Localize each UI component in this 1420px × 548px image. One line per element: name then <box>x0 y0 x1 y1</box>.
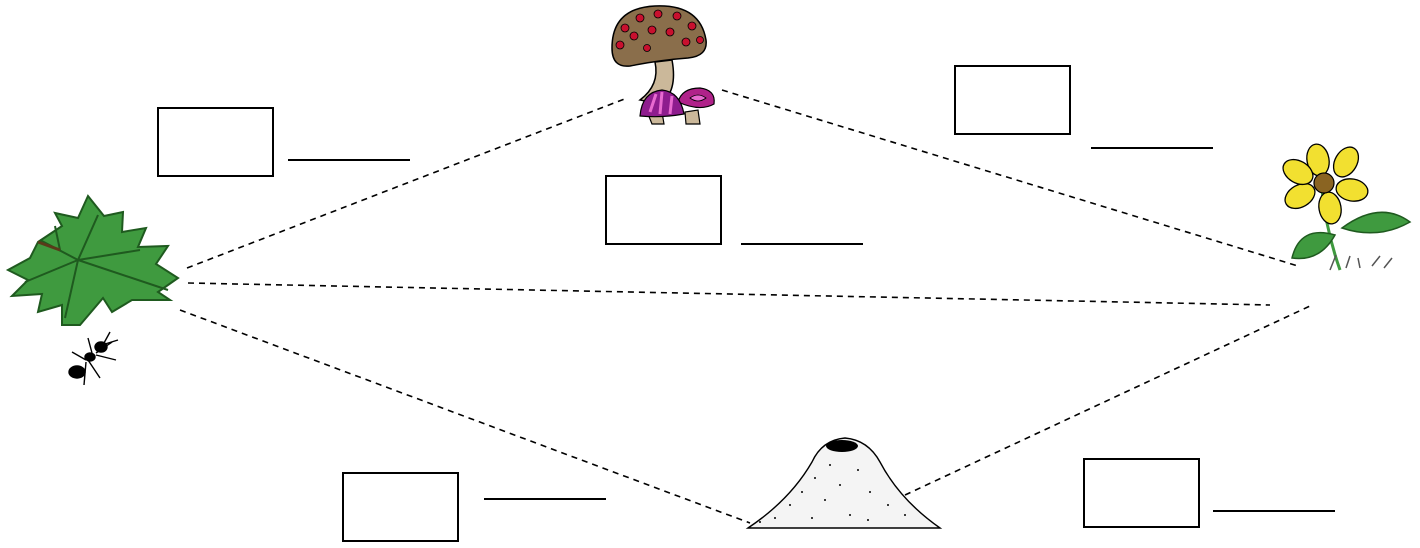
answer-line-mushroom-flower[interactable] <box>1091 147 1213 149</box>
connector-anthill-flower <box>904 305 1311 496</box>
answer-box-center[interactable] <box>605 175 722 245</box>
answer-line-center[interactable] <box>741 243 863 245</box>
answer-line-anthill-flower[interactable] <box>1213 510 1335 512</box>
answer-box-leaf-mushroom[interactable] <box>157 107 274 177</box>
ant-icon <box>68 331 119 386</box>
answer-box-anthill-flower[interactable] <box>1083 458 1200 528</box>
connector-mushroom-flower <box>721 89 1299 267</box>
answer-box-mushroom-flower[interactable] <box>954 65 1071 135</box>
leaf-icon <box>5 194 180 326</box>
anthill-icon <box>745 437 943 529</box>
mushroom-icon <box>611 5 715 125</box>
answer-box-leaf-anthill[interactable] <box>342 472 459 542</box>
answer-line-leaf-anthill[interactable] <box>484 498 606 500</box>
answer-line-leaf-mushroom[interactable] <box>288 159 410 161</box>
flower-icon <box>1282 143 1412 271</box>
connector-leaf-anthill <box>179 309 751 524</box>
connector-leaf-mushroom <box>186 97 628 269</box>
connector-leaf-flower <box>187 282 1271 306</box>
